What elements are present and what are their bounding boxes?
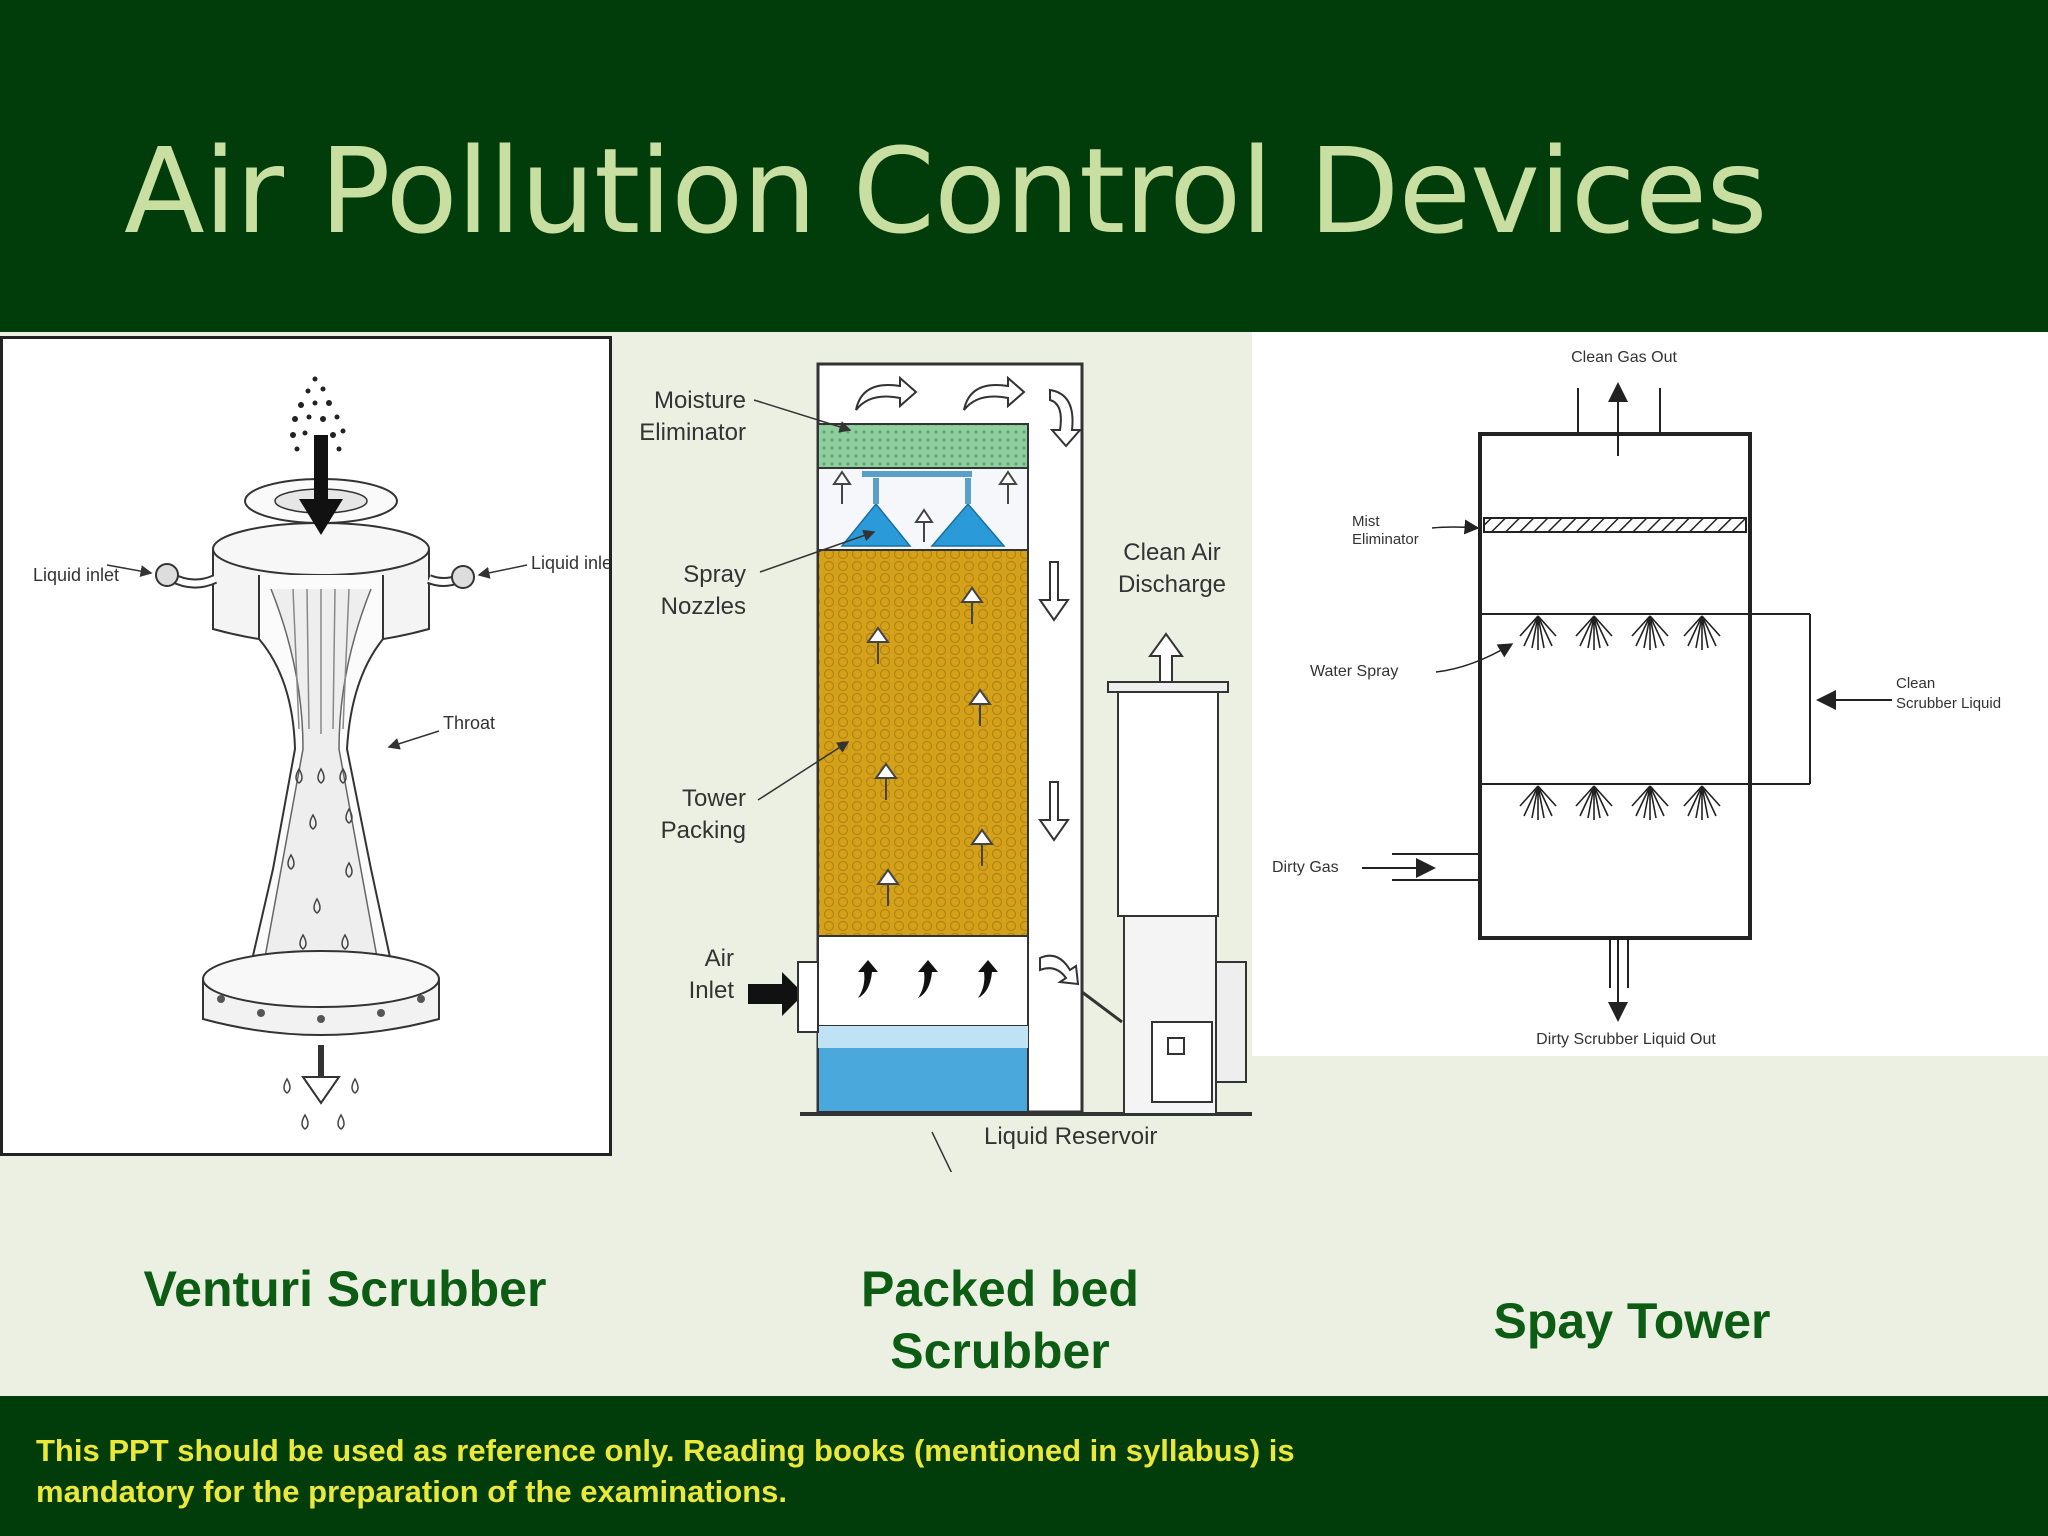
packed-label-packing-1: Tower — [682, 785, 746, 812]
droplets — [287, 767, 353, 950]
venturi-scrubber-figure: Liquid inlet Liquid inlet Throat — [0, 336, 617, 1156]
packed-label-reservoir: Liquid Reservoir — [984, 1123, 1157, 1150]
venturi-label-throat: Throat — [443, 713, 495, 733]
packed-bed-diagram: Moisture Eliminator Spray Nozzles Tower … — [639, 362, 1252, 1187]
packed-bed-caption: Packed bed Scrubber — [861, 1261, 1139, 1379]
spray-label-mist-2: Eliminator — [1352, 531, 1419, 548]
spray-label-clean-gas-out: Clean Gas Out — [1571, 349, 1677, 366]
particle-dots — [290, 376, 346, 452]
packed-label-clean-air-1: Clean Air — [1123, 539, 1220, 566]
packed-label-spray-1: Spray — [683, 561, 746, 588]
packed-label-moisture-2: Eliminator — [639, 419, 746, 446]
slide-title: Air Pollution Control Devices — [124, 122, 1768, 260]
spray-nozzles — [1519, 615, 1721, 820]
airflow-arrows — [832, 470, 1018, 906]
packed-label-air-1: Air — [705, 945, 734, 972]
title-band: Air Pollution Control Devices — [0, 0, 2048, 332]
packed-label-packing-2: Packing — [661, 817, 746, 844]
spray-label-water-spray: Water Spray — [1310, 663, 1398, 680]
venturi-label-liquid-inlet-left: Liquid inlet — [33, 565, 119, 585]
packed-label-spray-2: Nozzles — [661, 593, 746, 620]
packed-label-air-2: Inlet — [689, 977, 735, 1004]
spray-label-dirty-liquid-out: Dirty Scrubber Liquid Out — [1536, 1031, 1716, 1048]
packed-bed-scrubber-figure: Moisture Eliminator Spray Nozzles Tower … — [612, 332, 1252, 1187]
venturi-diagram: Liquid inlet Liquid inlet Throat — [33, 376, 617, 1130]
spray-label-clean-1: Clean — [1896, 675, 1935, 692]
slide-content: Liquid inlet Liquid inlet Throat — [0, 332, 2048, 1396]
packed-label-clean-air-2: Discharge — [1118, 571, 1226, 598]
spray-tower-caption: Spay Tower — [1493, 1293, 1771, 1349]
venturi-label-liquid-inlet-right: Liquid inlet — [531, 553, 609, 573]
footer-disclaimer: This PPT should be used as reference onl… — [36, 1433, 1295, 1509]
spray-label-clean-2: Scrubber Liquid — [1896, 695, 2001, 712]
spray-label-mist-1: Mist — [1352, 513, 1380, 530]
footer-band: This PPT should be used as reference onl… — [0, 1396, 2048, 1536]
spray-label-dirty-gas: Dirty Gas — [1272, 859, 1339, 876]
spray-tower-figure: Clean Gas Out Mist Eliminator Water Spra… — [1252, 332, 2048, 1056]
packed-label-moisture-1: Moisture — [654, 387, 746, 414]
spray-tower-diagram: Clean Gas Out Mist Eliminator Water Spra… — [1272, 349, 2001, 1048]
venturi-caption: Venturi Scrubber — [143, 1261, 547, 1317]
